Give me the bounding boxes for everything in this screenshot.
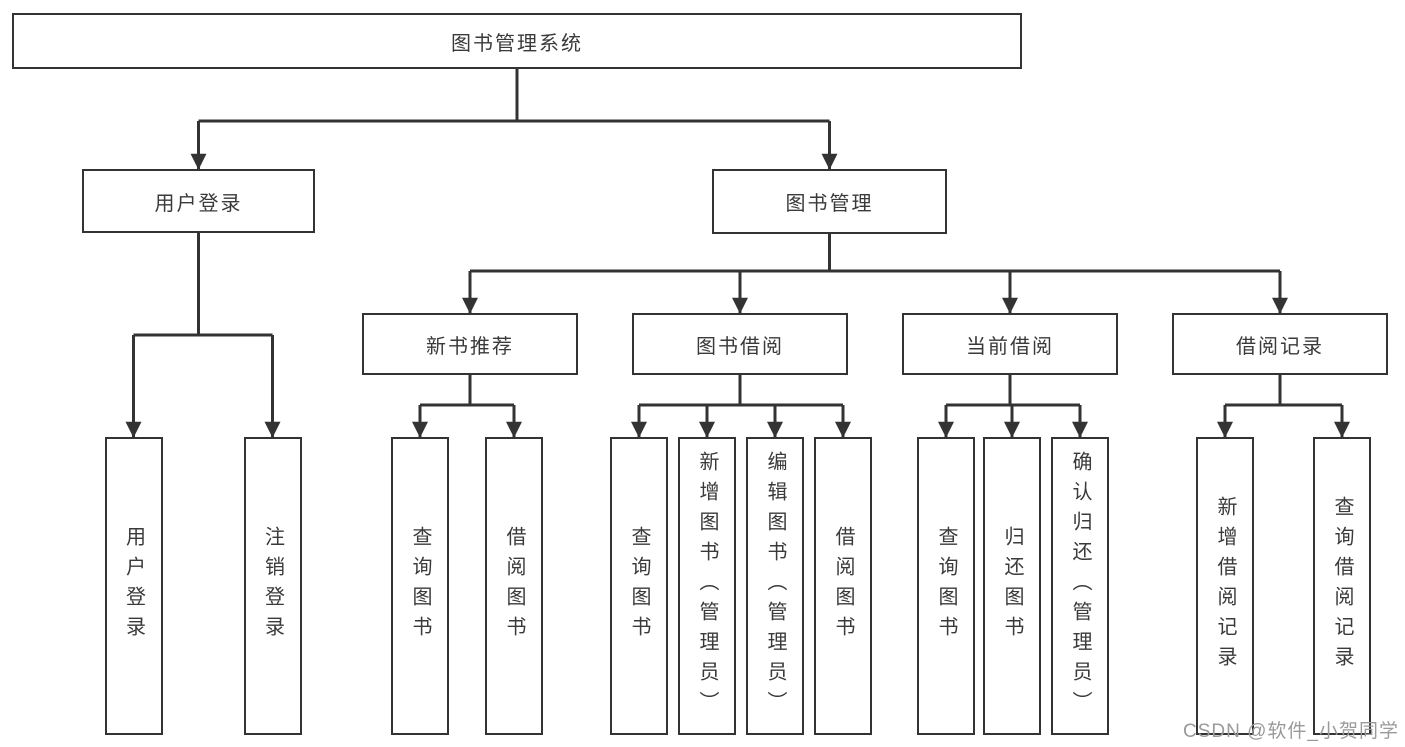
leaf-add-book-admin: 新增图书（管理员） (678, 437, 736, 735)
leaf-query-book-current: 查询图书 (917, 437, 975, 735)
leaf-return-book-label: 归还图书 (1001, 526, 1023, 646)
leaf-logout: 注销登录 (243, 437, 302, 735)
node-library-management-system-label: 图书管理系统 (451, 32, 583, 55)
leaf-borrow-book-recommend-label: 借阅图书 (503, 526, 525, 646)
node-borrowing-records: 借阅记录 (1172, 313, 1388, 375)
leaf-return-book: 归还图书 (983, 437, 1041, 735)
leaf-query-book-recommend-label: 查询图书 (409, 526, 431, 646)
leaf-query-borrow-record-label: 查询借阅记录 (1331, 496, 1353, 676)
leaf-edit-book-admin: 编辑图书（管理员） (746, 437, 804, 735)
csdn-watermark: CSDN @软件_小贺同学 (1183, 721, 1399, 742)
node-user-login-label: 用户登录 (154, 192, 243, 215)
leaf-add-book-admin-label: 新增图书（管理员） (696, 451, 718, 721)
leaf-confirm-return-admin: 确认归还（管理员） (1051, 437, 1109, 735)
leaf-query-book-borrowing-label: 查询图书 (628, 526, 650, 646)
leaf-borrow-book-borrowing: 借阅图书 (814, 437, 872, 735)
leaf-confirm-return-admin-label: 确认归还（管理员） (1069, 451, 1091, 721)
node-borrowing-records-label: 借阅记录 (1236, 335, 1324, 358)
node-book-management-label: 图书管理 (785, 193, 874, 215)
leaf-add-borrow-record-label: 新增借阅记录 (1214, 496, 1236, 676)
node-current-borrowing: 当前借阅 (902, 313, 1118, 375)
node-user-login: 用户登录 (82, 169, 315, 233)
leaf-user-login-label: 用户登录 (122, 526, 145, 646)
node-book-management: 图书管理 (712, 169, 947, 234)
leaf-add-borrow-record: 新增借阅记录 (1196, 437, 1254, 735)
node-book-borrowing-label: 图书借阅 (696, 335, 784, 358)
leaf-query-borrow-record: 查询借阅记录 (1313, 437, 1371, 735)
node-book-borrowing: 图书借阅 (632, 313, 848, 375)
node-current-borrowing-label: 当前借阅 (966, 335, 1054, 358)
leaf-user-login: 用户登录 (104, 437, 163, 735)
leaf-logout-label: 注销登录 (261, 526, 284, 646)
node-new-book-recommend-label: 新书推荐 (426, 335, 514, 358)
leaf-query-book-recommend: 查询图书 (391, 437, 449, 735)
node-new-book-recommend: 新书推荐 (362, 313, 578, 375)
node-library-management-system: 图书管理系统 (12, 13, 1022, 69)
leaf-borrow-book-recommend: 借阅图书 (485, 437, 543, 735)
leaf-query-book-current-label: 查询图书 (935, 526, 957, 646)
leaf-borrow-book-borrowing-label: 借阅图书 (832, 526, 854, 646)
leaf-edit-book-admin-label: 编辑图书（管理员） (764, 451, 786, 721)
leaf-query-book-borrowing: 查询图书 (610, 437, 668, 735)
